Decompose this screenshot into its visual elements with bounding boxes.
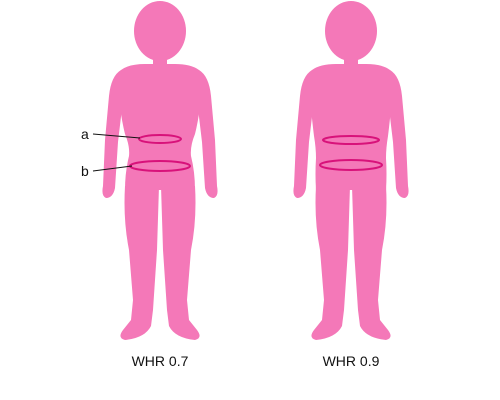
torso bbox=[309, 64, 393, 190]
right-arm bbox=[193, 70, 218, 198]
silhouette-hourglass bbox=[102, 1, 218, 340]
callout-label-a: a bbox=[81, 126, 89, 142]
hip-ring bbox=[319, 159, 383, 171]
callout-label-b: b bbox=[81, 163, 89, 179]
waist-ring bbox=[138, 134, 182, 144]
waist-ring bbox=[322, 135, 380, 145]
left-arm bbox=[102, 70, 127, 198]
caption-whr-0-9: WHR 0.9 bbox=[322, 353, 380, 369]
right-leg bbox=[352, 186, 391, 340]
silhouette-straight bbox=[293, 1, 409, 340]
head bbox=[141, 8, 179, 58]
figure-whr-0-7 bbox=[95, 0, 225, 350]
callout-line-a bbox=[92, 133, 141, 139]
neck bbox=[153, 50, 167, 68]
left-leg bbox=[120, 186, 159, 340]
figure-whr-0-9 bbox=[286, 0, 416, 350]
right-leg bbox=[161, 186, 200, 340]
torso bbox=[118, 64, 202, 190]
left-arm bbox=[293, 70, 318, 198]
head bbox=[332, 8, 370, 58]
right-arm bbox=[384, 70, 409, 198]
neck bbox=[344, 50, 358, 68]
left-leg bbox=[311, 186, 350, 340]
caption-whr-0-7: WHR 0.7 bbox=[131, 353, 189, 369]
callout-line-b bbox=[92, 165, 133, 172]
